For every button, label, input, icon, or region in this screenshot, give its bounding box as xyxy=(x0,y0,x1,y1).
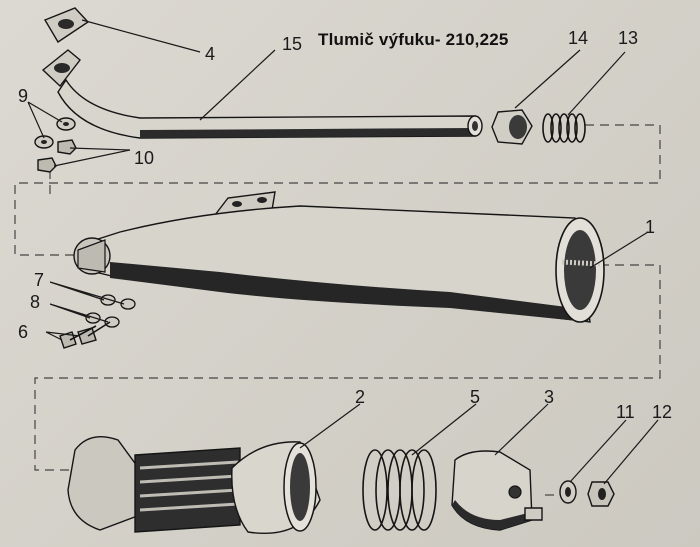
washer-nut-set-top xyxy=(34,117,77,173)
callout-10: 10 xyxy=(134,148,154,168)
small-spring-part xyxy=(542,113,586,143)
callout-labels: 4 15 14 13 9 10 1 7 8 6 2 5 3 11 12 xyxy=(18,28,672,422)
flange-gasket-part xyxy=(43,7,90,43)
callout-4: 4 xyxy=(205,44,215,64)
callout-9: 9 xyxy=(18,86,28,106)
silencer-body-part xyxy=(73,191,605,323)
assembly-guide-lines xyxy=(14,124,661,496)
large-spring-part xyxy=(362,449,437,531)
callout-5: 5 xyxy=(470,387,480,407)
bolt-washer-set-left xyxy=(59,294,136,349)
callout-11: 11 xyxy=(616,402,635,422)
callout-13: 13 xyxy=(618,28,638,48)
callout-7: 7 xyxy=(34,270,44,290)
union-nut-part xyxy=(491,109,533,145)
callout-8: 8 xyxy=(30,292,40,312)
end-cap-part xyxy=(451,450,543,531)
washer-nut-set-right xyxy=(559,480,615,507)
callout-14: 14 xyxy=(568,28,588,48)
callout-6: 6 xyxy=(18,322,28,342)
baffle-insert-part xyxy=(67,436,321,534)
diagram-title: Tlumič výfuku- 210,225 xyxy=(318,30,509,49)
callout-3: 3 xyxy=(544,387,554,407)
callout-15: 15 xyxy=(282,34,302,54)
callout-1: 1 xyxy=(645,217,655,237)
leader-lines xyxy=(27,19,659,485)
callout-12: 12 xyxy=(652,402,672,422)
exhaust-pipe-part xyxy=(41,49,483,139)
callout-2: 2 xyxy=(355,387,365,407)
